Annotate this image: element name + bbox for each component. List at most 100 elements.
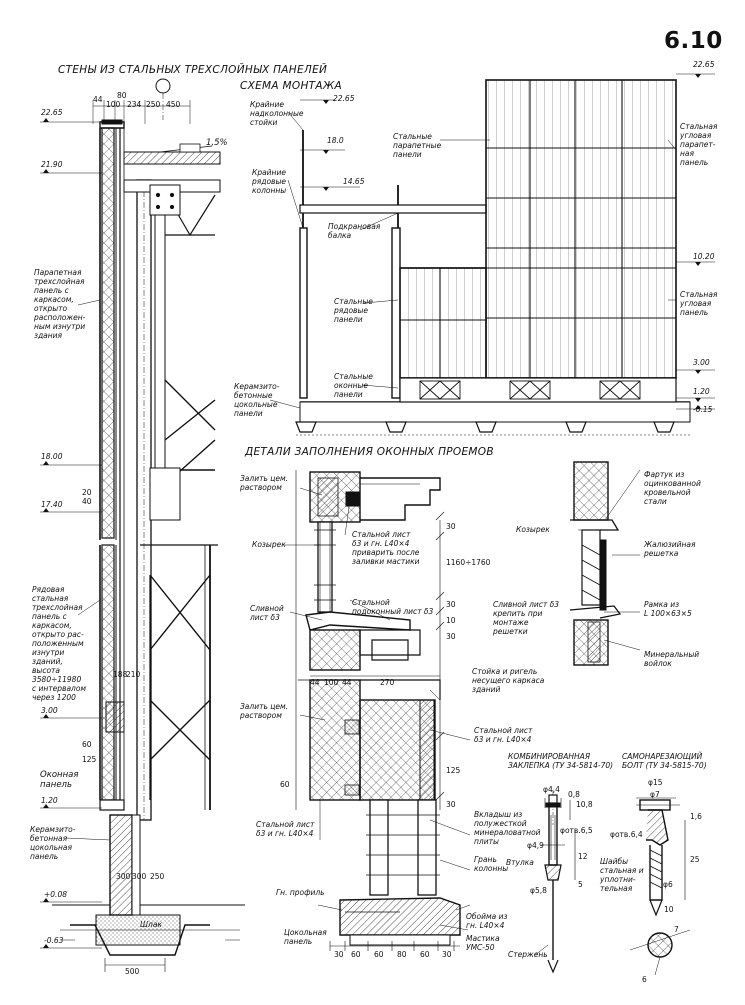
dim-450: 450 — [166, 100, 181, 109]
asm-level-18-0: 18.0 — [327, 136, 344, 145]
label-corner-posts: Крайние надколонные стойки — [250, 100, 304, 127]
label-louver: Жалюзийная решетка — [644, 540, 696, 558]
rivet-d49: φ4,9 — [527, 841, 544, 850]
label-row-panels: Стальные рядовые панели — [334, 297, 373, 324]
level-1-20: 1.20 — [41, 796, 58, 805]
wall-section-left — [40, 78, 245, 972]
label-plinth-panels: Керамзито- бетонные цокольные панели — [234, 382, 280, 418]
bolt-6: 6 — [642, 975, 647, 984]
dim-270: 270 — [380, 678, 395, 687]
bolt-d15: φ15 — [648, 778, 663, 787]
dim-250: 250 — [150, 872, 165, 881]
label-fill-mortar-mid: Залить цем. раствором — [240, 702, 289, 720]
label-insert: Вкладыш из полужесткой минераловатной пл… — [474, 810, 541, 846]
assembly-title: СХЕМА МОНТАЖА — [240, 80, 342, 92]
window-details-title: ДЕТАЛИ ЗАПОЛНЕНИЯ ОКОННЫХ ПРОЕМОВ — [245, 446, 494, 458]
level-21-90: 21.90 — [41, 160, 63, 169]
asm-level-22-65: 22.65 — [333, 94, 355, 103]
dim-80: 80 — [117, 91, 127, 100]
label-profile: Гн. профиль — [276, 888, 325, 897]
label-crane-beam: Подкрановая балка — [328, 222, 381, 240]
label-mastic: Мастика УМС-50 — [466, 934, 500, 952]
dim-v-30a: 30 — [446, 522, 456, 531]
label-plinth-panel-detail: Цокольная панель — [284, 928, 327, 946]
label-row-panel: Рядовая стальная трехслойная панель с ка… — [32, 585, 87, 702]
asm-level-top-22-65: 22.65 — [693, 60, 715, 69]
label-window-panel: Оконная панель — [40, 770, 79, 790]
label-visor-right: Козырек — [516, 525, 550, 534]
label-flashing: Фартук из оцинкованной кровельной стали — [644, 470, 701, 506]
label-drip-right: Сливной лист δ3 крепить при монтаже реше… — [493, 600, 559, 636]
bolt-10: 10 — [664, 905, 674, 914]
label-post-beam: Стойка и ригель несущего каркаса зданий — [472, 667, 545, 694]
label-wool: Минеральный войлок — [644, 650, 700, 668]
dim-100: 100 — [106, 100, 121, 109]
dim-60: 60 — [82, 740, 92, 749]
dim-v-60: 60 — [280, 780, 290, 789]
rivet-detail — [534, 790, 576, 974]
rivet-5: 5 — [578, 880, 583, 889]
rivet-d58: φ5,8 — [530, 886, 547, 895]
dim-44-a: 44 — [310, 678, 320, 687]
rivet-d44: φ4,4 — [543, 785, 560, 794]
label-steel-sheet-right: Стальной лист δ3 и гн. L40×4 — [474, 726, 533, 744]
dim-v-30c: 30 — [446, 632, 456, 641]
label-corner-columns: Крайние рядовые колонны — [252, 168, 287, 195]
page-title: СТЕНЫ ИЗ СТАЛЬНЫХ ТРЕХСЛОЙНЫХ ПАНЕЛЕЙ — [58, 64, 328, 76]
window-details-center — [284, 470, 471, 951]
label-parapet-panel: Парапетная трехслойная панель с каркасом… — [34, 268, 86, 340]
dim-44: 44 — [93, 95, 103, 104]
assembly-scheme — [269, 73, 715, 436]
window-details-right — [569, 461, 641, 666]
rivet-10-8: 10,8 — [576, 800, 593, 809]
rivet-0-8: 0,8 — [568, 790, 580, 799]
dim-300b: 300 — [132, 872, 147, 881]
dim-v-125: 125 — [446, 766, 461, 775]
dim-44-b: 44 — [342, 678, 352, 687]
bolt-detail — [636, 797, 686, 976]
dim-40: 40 — [82, 497, 92, 506]
rivet-hole: φотв.6,5 — [560, 826, 593, 835]
label-corner-panel: Стальная угловая панель — [680, 290, 718, 317]
level-17-40: 17.40 — [41, 500, 63, 509]
label-parapet-panels: Стальные парапетные панели — [393, 132, 442, 159]
level-3-00: 3.00 — [41, 706, 58, 715]
label-washers: Шайбы стальная и уплотни- тельная — [600, 857, 644, 893]
dim-b-30b: 30 — [442, 950, 452, 959]
label-column-face: Грань колонны — [474, 855, 509, 873]
level-22-65: 22.65 — [41, 108, 63, 117]
bolt-d6: φ6 — [663, 880, 673, 889]
bolt-25: 25 — [690, 855, 700, 864]
dim-188: 188 — [113, 670, 128, 679]
asm-level-1-20: 1.20 — [693, 387, 710, 396]
dim-v-30b: 30 — [446, 600, 456, 609]
label-fill-mortar-top: Залить цем. раствором — [240, 474, 289, 492]
label-rod: Стержень — [508, 950, 548, 959]
rivet-12: 12 — [578, 852, 588, 861]
asm-level-10-20: 10.20 — [693, 252, 715, 261]
dim-b-60a: 60 — [351, 950, 361, 959]
label-steel-sheet-left: Стальной лист δ3 и гн. L40×4 — [256, 820, 315, 838]
bolt-1-6: 1,6 — [690, 812, 702, 821]
bolt-7: 7 — [674, 925, 679, 934]
label-clip: Обойма из гн. L40×4 — [466, 912, 508, 930]
label-plinth-panel: Керамзито- бетонная цокольная панель — [30, 825, 76, 861]
dim-20: 20 — [82, 488, 92, 497]
dim-300a: 300 — [116, 872, 131, 881]
dim-b-60c: 60 — [420, 950, 430, 959]
asm-level-minus-0-15: -0.15 — [693, 405, 713, 414]
dim-v-10: 10 — [446, 616, 456, 625]
level-plus-0-08: +0.08 — [44, 890, 67, 899]
dim-b-60b: 60 — [374, 950, 384, 959]
dim-v-1160: 1160÷1760 — [446, 558, 491, 567]
dim-b-30a: 30 — [334, 950, 344, 959]
dim-500: 500 — [125, 967, 140, 976]
label-window-panels: Стальные оконные панели — [334, 372, 373, 399]
label-sleeve: Втулка — [506, 858, 534, 867]
dim-234: 234 — [127, 100, 142, 109]
sheet-number: 6.10 — [664, 28, 723, 54]
level-minus-0-63: -0.63 — [44, 936, 64, 945]
rivet-title: КОМБИНИРОВАННАЯ ЗАКЛЕПКА (ТУ 34-5814-70) — [508, 752, 614, 770]
label-slag: Шлак — [140, 920, 162, 929]
